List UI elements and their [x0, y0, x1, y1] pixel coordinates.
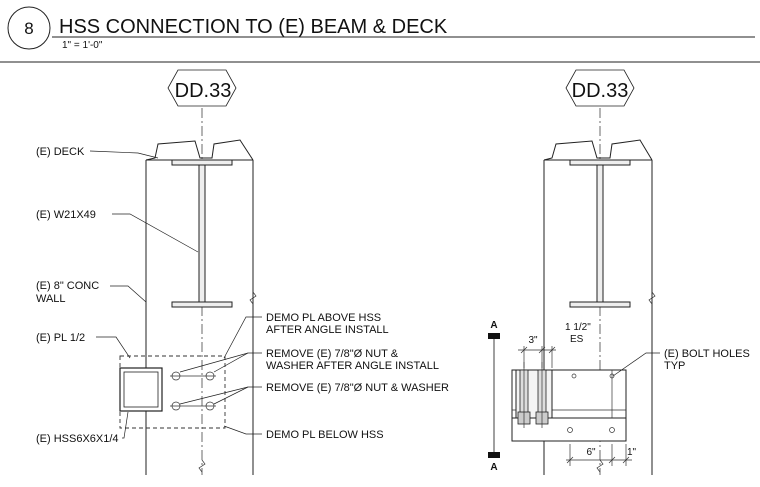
demo-top-leader	[223, 316, 262, 359]
plate-leader	[96, 336, 131, 359]
section-mark-bottom: A	[490, 462, 497, 473]
remove-nut-label-line2: WASHER AFTER ANGLE INSTALL	[266, 360, 439, 372]
wall-break-mark-bottom	[198, 459, 206, 473]
remove-nut-leader-b	[179, 352, 249, 373]
demo-bottom-leader	[223, 425, 262, 435]
detail-header: 8 HSS CONNECTION TO (E) BEAM & DECK 1" =…	[0, 6, 760, 63]
beam-label: (E) W21X49	[36, 209, 96, 221]
detail-number: 8	[24, 19, 33, 38]
hss-tube-left	[119, 367, 163, 412]
deck-left	[145, 139, 254, 161]
detail-title: HSS CONNECTION TO (E) BEAM & DECK	[59, 16, 448, 38]
w-beam-left	[171, 159, 233, 308]
dim-1-5-line1: 1 1/2"	[565, 322, 591, 333]
right-elevation: DD.33	[488, 69, 750, 475]
gridline-label-right: DD.33	[572, 80, 629, 102]
section-mark-top: A	[490, 320, 497, 331]
remove-nut2-leader-b	[179, 386, 249, 405]
plate-label: (E) PL 1/2	[36, 332, 85, 344]
wall-label-line1: (E) 8" CONC	[36, 280, 99, 292]
wall-label-line2: WALL	[36, 293, 66, 305]
dims-top-right: 3" 1 1/2" ES	[518, 322, 591, 368]
remove-nut2-label: REMOVE (E) 7/8"Ø NUT & WASHER	[266, 382, 449, 394]
dim-3-label: 3"	[528, 335, 538, 346]
wall-right-view-break	[648, 291, 656, 305]
gridline-bubble-right: DD.33	[565, 69, 635, 107]
deck-right	[543, 139, 653, 161]
hss-leader	[122, 411, 129, 439]
wall-right-view-break-bottom	[596, 459, 604, 473]
detail-scale: 1" = 1'-0"	[62, 40, 103, 51]
left-elevation: DD.33	[36, 69, 449, 475]
deck-leader	[89, 150, 159, 159]
demo-top-label-line1: DEMO PL ABOVE HSS	[266, 312, 381, 324]
detail-number-bubble	[7, 6, 51, 50]
dim-6-label: 6"	[586, 447, 596, 458]
gridline-bubble-left: DD.33	[167, 69, 237, 107]
bolt-holes-label-line1: (E) BOLT HOLES	[664, 348, 750, 360]
remove-nut-label-line1: REMOVE (E) 7/8"Ø NUT &	[266, 348, 399, 360]
bolt-assembly-right	[515, 362, 553, 428]
deck-label: (E) DECK	[36, 146, 85, 158]
dims-bottom-right: 6" 1"	[566, 444, 637, 466]
wall-break-mark	[249, 291, 257, 305]
demo-top-label-line2: AFTER ANGLE INSTALL	[266, 324, 389, 336]
demo-bottom-label: DEMO PL BELOW HSS	[266, 429, 384, 441]
bolt-holes-leader	[612, 352, 660, 377]
section-cut-aa: A A	[488, 320, 500, 473]
bolt-holes-label-line2: TYP	[664, 360, 685, 372]
wall-leader	[110, 285, 147, 303]
gridline-label-left: DD.33	[175, 80, 232, 102]
hss-label: (E) HSS6X6X1/4	[36, 433, 119, 445]
w-beam-right	[569, 159, 631, 308]
bolts-left	[170, 371, 216, 411]
beam-leader	[112, 213, 199, 253]
dim-1-label: 1"	[627, 447, 637, 458]
dim-1-5-line2: ES	[570, 334, 584, 345]
